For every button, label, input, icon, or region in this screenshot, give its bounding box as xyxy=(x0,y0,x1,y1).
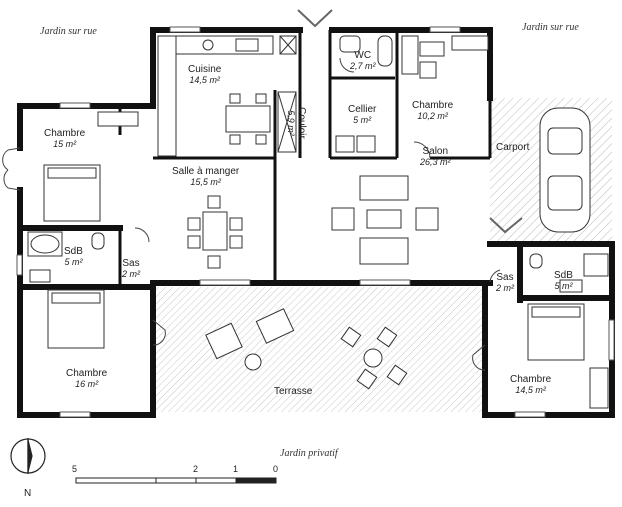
scale-tick-1: 1 xyxy=(233,464,239,474)
room-label-chambre-tl: Chambre 15 m² xyxy=(44,128,85,150)
room-area: 15,5 m² xyxy=(190,177,221,187)
room-name: WC xyxy=(354,50,372,61)
room-label-salle-a-manger: Salle à manger 15,5 m² xyxy=(172,166,239,188)
scale-tick-0: 0 xyxy=(273,464,279,474)
room-area: 5 m² xyxy=(554,281,573,291)
compass-rose xyxy=(10,438,46,474)
room-area: 16 m² xyxy=(75,379,99,389)
windows xyxy=(16,26,615,418)
scale-tick-2: 2 xyxy=(193,464,199,474)
room-name: Carport xyxy=(496,142,530,153)
room-name: Chambre xyxy=(66,368,108,379)
room-name: Cuisine xyxy=(188,64,222,75)
room-name: Salle à manger xyxy=(172,166,240,177)
room-name: Chambre xyxy=(510,374,552,385)
room-area: 2 m² xyxy=(496,283,514,293)
room-area: 14,5 m² xyxy=(189,75,220,85)
terrace-furniture xyxy=(205,308,408,390)
room-area: 10,2 m² xyxy=(417,111,448,121)
room-name: SdB xyxy=(554,270,573,281)
room-name: Sas xyxy=(496,272,514,283)
room-area: 5,9 m² xyxy=(285,110,296,136)
room-name: Chambre xyxy=(412,100,454,111)
scale-bar xyxy=(75,477,277,484)
room-label-carport: Carport xyxy=(496,142,529,153)
room-label-chambre-tr: Chambre 10,2 m² xyxy=(412,100,453,122)
dining-set xyxy=(187,195,243,269)
scale-tick-5: 5 xyxy=(72,464,78,474)
room-area: 26,3 m² xyxy=(420,157,451,167)
kitchen-counter xyxy=(157,35,297,157)
doors xyxy=(2,57,501,371)
sdb-left-fixtures xyxy=(27,231,105,283)
room-name: Cellier xyxy=(348,104,377,115)
garden-label-top-left: Jardin sur rue xyxy=(40,26,97,37)
room-name: Terrasse xyxy=(274,386,313,397)
room-area: 2,7 m² xyxy=(350,61,376,71)
room-label-salon: Salon 26,3 m² xyxy=(420,146,451,168)
room-name: Sas xyxy=(122,258,140,269)
room-label-wc: WC 2,7 m² xyxy=(350,50,376,72)
room-label-sdb-right: SdB 5 m² xyxy=(554,270,573,292)
room-name: Chambre xyxy=(44,128,86,139)
salon-set xyxy=(331,175,439,265)
sdb-right-fixtures xyxy=(529,253,609,293)
entrance-arrow-top xyxy=(297,9,333,28)
room-area: 5 m² xyxy=(64,257,83,267)
room-label-sdb-left: SdB 5 m² xyxy=(64,246,83,268)
room-label-terrasse: Terrasse xyxy=(274,386,312,397)
car xyxy=(539,107,591,233)
chambre-br-furniture xyxy=(527,303,609,409)
wc-fixtures xyxy=(339,35,393,67)
room-label-sas-left: Sas 2 m² xyxy=(122,258,140,280)
room-name: SdB xyxy=(64,246,83,257)
room-label-chambre-br: Chambre 14,5 m² xyxy=(510,374,551,396)
room-name: Salon xyxy=(422,146,449,157)
compass-north-label: N xyxy=(24,488,32,499)
room-label-couloir: Couloir 5,9 m² xyxy=(285,107,307,139)
chambre-bl-furniture xyxy=(47,289,105,349)
room-name: Couloir xyxy=(295,107,307,139)
room-area: 14,5 m² xyxy=(515,385,546,395)
room-label-chambre-bl: Chambre 16 m² xyxy=(66,368,107,390)
room-area: 5 m² xyxy=(353,115,372,125)
cellier-fixtures xyxy=(335,135,376,153)
room-label-sas-right: Sas 2 m² xyxy=(496,272,514,294)
room-area: 2 m² xyxy=(122,269,140,279)
garden-label-bottom: Jardin privatif xyxy=(280,448,338,459)
entrance-arrow-right xyxy=(489,217,523,234)
room-label-cuisine: Cuisine 14,5 m² xyxy=(188,64,221,86)
terrace-floor xyxy=(156,287,485,412)
chambre-tl-furniture xyxy=(43,111,139,222)
chambre-tr-furniture xyxy=(401,35,489,79)
garden-label-top-right: Jardin sur rue xyxy=(522,22,579,33)
room-label-cellier: Cellier 5 m² xyxy=(348,104,376,126)
partitions xyxy=(118,30,614,298)
room-area: 15 m² xyxy=(53,139,77,149)
